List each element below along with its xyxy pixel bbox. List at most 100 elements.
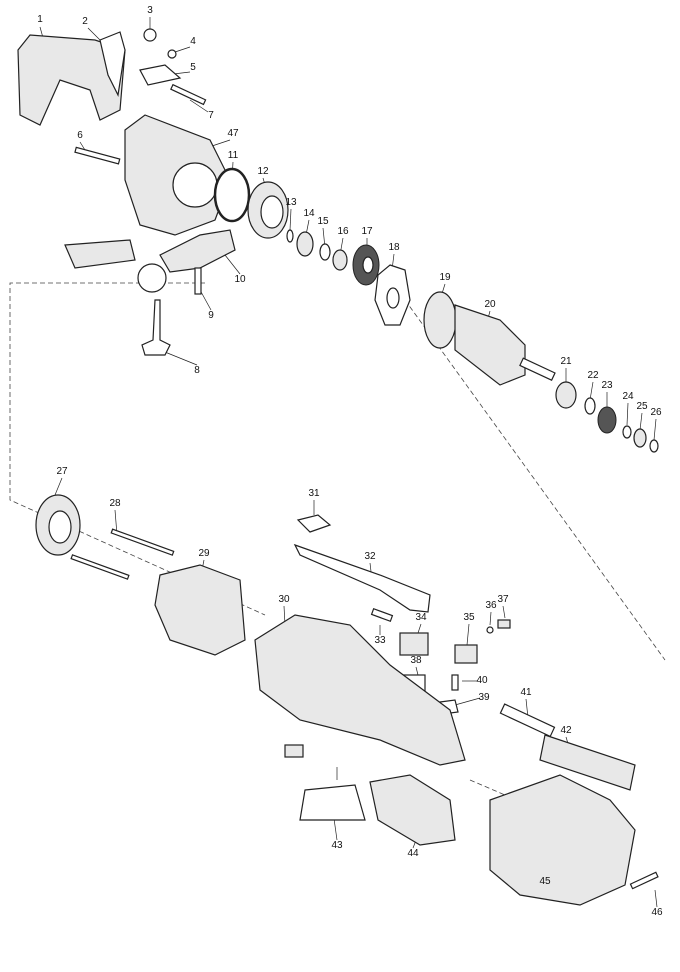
part-label: 11: [227, 150, 239, 161]
part-label: 32: [364, 551, 376, 562]
part-long-screw-1: [110, 528, 175, 556]
part-label: 38: [410, 655, 422, 666]
part-clamp-bolt: [141, 299, 171, 356]
part-insulation-washer-bore: [48, 510, 72, 544]
part-label: 2: [82, 16, 88, 27]
part-label: 34: [415, 612, 427, 623]
part-label: 42: [560, 725, 572, 736]
part-clip: [143, 28, 157, 42]
part-switch-lever: [293, 543, 431, 613]
part-label: 22: [587, 370, 599, 381]
part-label: 9: [208, 310, 214, 321]
part-label: 14: [303, 208, 315, 219]
part-small-block: [284, 744, 304, 758]
part-label: 20: [484, 299, 496, 310]
part-screw-5: [629, 871, 659, 890]
part-label: 47: [227, 128, 239, 139]
part-label: 41: [520, 687, 532, 698]
part-motor-housing: [254, 614, 466, 766]
part-baffle-bore: [386, 287, 400, 309]
part-label: 29: [198, 548, 210, 559]
part-armature: [454, 304, 526, 386]
part-label: 33: [374, 635, 386, 646]
part-label: 30: [278, 594, 290, 605]
part-brush-holder: [454, 644, 478, 664]
part-label: 13: [285, 197, 297, 208]
part-screw-4: [451, 674, 459, 691]
part-o-ring: [213, 167, 251, 223]
part-washer-2: [584, 397, 596, 415]
part-label: 28: [109, 498, 121, 509]
part-bracket: [139, 64, 182, 86]
part-label: 43: [331, 840, 343, 851]
part-housing-bore: [172, 162, 218, 208]
part-label: 45: [539, 876, 551, 887]
part-retaining-ring: [286, 229, 294, 243]
part-front-cover: [17, 34, 126, 126]
part-cord-sleeve: [539, 734, 636, 791]
part-lever: [99, 31, 126, 97]
part-label: 3: [147, 5, 153, 16]
assembly-guide-line: [9, 282, 266, 616]
part-label: 18: [388, 242, 400, 253]
part-label: 7: [208, 110, 214, 121]
assembly-guide-line: [404, 299, 666, 661]
part-nameplate: [299, 784, 366, 821]
part-label: 8: [194, 365, 200, 376]
part-field: [154, 564, 246, 656]
part-label: 44: [407, 848, 419, 859]
part-label: 10: [234, 274, 246, 285]
part-ball-bearing-bore: [362, 256, 374, 274]
part-label: 31: [308, 488, 320, 499]
part-label: 21: [560, 356, 572, 367]
part-cord-guard: [499, 703, 556, 738]
part-pin: [170, 83, 207, 106]
part-fan: [423, 291, 457, 349]
part-label: 46: [651, 907, 663, 918]
part-label: 17: [361, 226, 373, 237]
part-bearing-retainer-bore: [260, 195, 284, 229]
part-bearing-3: [555, 381, 577, 409]
part-screw-small: [167, 49, 177, 59]
part-washer-1: [319, 243, 331, 261]
part-bearing-2: [332, 249, 348, 271]
part-label: 16: [337, 226, 349, 237]
part-flange: [137, 263, 167, 293]
part-label: 25: [636, 401, 648, 412]
part-label: 27: [56, 466, 68, 477]
part-label: 6: [77, 130, 83, 141]
part-label: 5: [190, 62, 196, 73]
part-label: 4: [190, 36, 196, 47]
part-label: 24: [622, 391, 634, 402]
part-blade: [64, 239, 136, 269]
part-label: 35: [463, 612, 475, 623]
part-switch-button: [296, 514, 332, 533]
part-washer-3: [622, 425, 632, 439]
part-label: 40: [476, 675, 488, 686]
part-long-screw-2: [70, 554, 130, 580]
part-label: 1: [37, 14, 43, 25]
part-ball-bearing-2: [597, 406, 617, 434]
part-label: 39: [478, 692, 490, 703]
part-screw-3: [486, 626, 494, 634]
part-label: 23: [601, 380, 613, 391]
part-controller: [369, 774, 456, 846]
assembly-guide-line: [469, 779, 541, 811]
part-label: 15: [317, 216, 329, 227]
part-label: 19: [439, 272, 451, 283]
part-rear-cover: [489, 774, 636, 906]
part-lower-cover: [159, 229, 236, 273]
part-carbon-brush: [497, 619, 511, 629]
part-washer-4: [633, 428, 647, 448]
part-ring: [649, 439, 659, 453]
part-spring: [370, 607, 394, 623]
part-armature-shaft: [519, 357, 556, 382]
part-screw-2: [194, 267, 202, 295]
part-label: 26: [650, 407, 662, 418]
part-screw: [74, 146, 121, 165]
part-bearing-1: [296, 231, 314, 257]
part-label: 12: [257, 166, 269, 177]
part-label: 36: [485, 600, 497, 611]
